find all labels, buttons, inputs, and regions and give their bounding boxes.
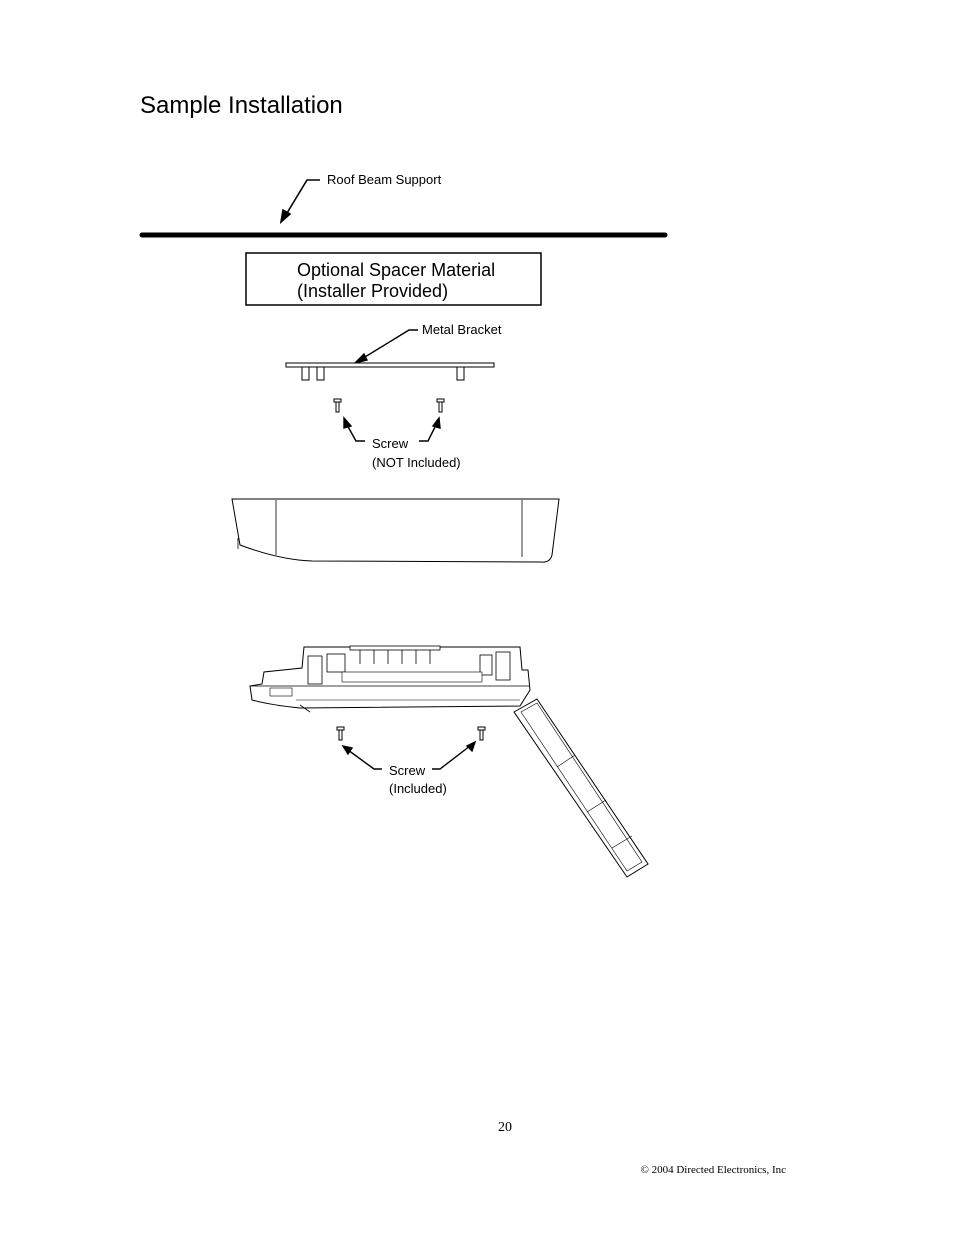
monitor-unit bbox=[249, 645, 531, 713]
screw-arrows-top bbox=[343, 416, 441, 442]
roof-beam-arrow bbox=[279, 179, 320, 225]
screw-top-label-line1: Screw bbox=[372, 436, 409, 451]
screw-icon bbox=[333, 398, 342, 413]
roof-beam-label: Roof Beam Support bbox=[327, 172, 442, 187]
metal-bracket bbox=[285, 362, 495, 381]
screen-panel bbox=[513, 698, 649, 878]
copyright-footer: © 2004 Directed Electronics, Inc bbox=[640, 1164, 787, 1176]
housing-plate bbox=[231, 498, 560, 563]
page-number: 20 bbox=[498, 1120, 512, 1135]
page-title: Sample Installation bbox=[140, 92, 343, 119]
spacer-material-box: Optional Spacer Material (Installer Prov… bbox=[245, 252, 542, 306]
screw-icon bbox=[336, 726, 345, 741]
screw-arrows-bottom bbox=[341, 740, 477, 770]
spacer-label-line2: (Installer Provided) bbox=[297, 281, 448, 301]
metal-bracket-label: Metal Bracket bbox=[422, 322, 502, 337]
screw-top-label-line2: (NOT Included) bbox=[372, 455, 461, 470]
screw-bottom-label-line2: (Included) bbox=[389, 781, 447, 796]
screw-bottom-label-line1: Screw bbox=[389, 763, 426, 778]
spacer-label-line1: Optional Spacer Material bbox=[297, 260, 495, 280]
screw-icon bbox=[436, 398, 445, 413]
screw-icon bbox=[477, 726, 486, 741]
metal-bracket-arrow bbox=[352, 329, 418, 365]
